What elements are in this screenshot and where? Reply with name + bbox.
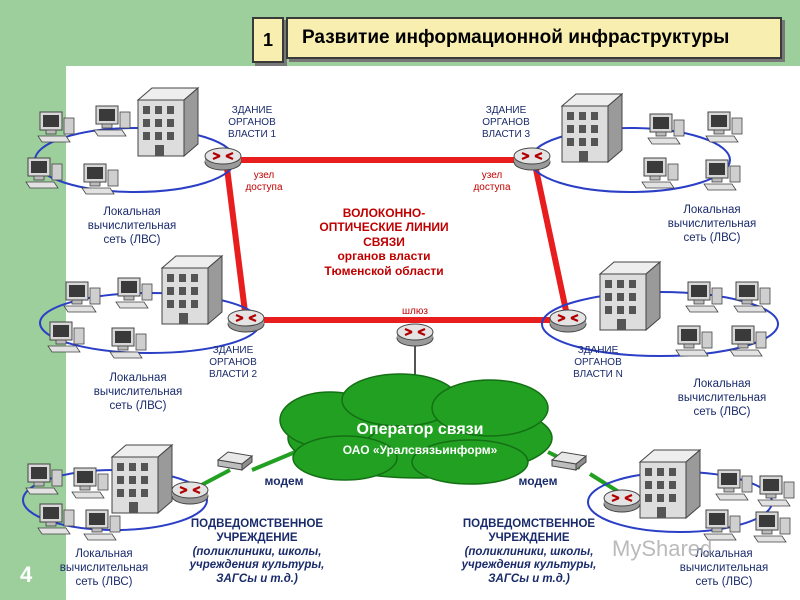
slide-number: 4: [20, 562, 33, 587]
fiber-backbone: [223, 157, 571, 323]
operator-name: Оператор связи: [356, 421, 484, 438]
decor-band-left: [0, 0, 66, 600]
operator-company: ОАО «Уралсвязьинформ»: [342, 443, 498, 457]
modem-label-right: модем: [518, 474, 558, 488]
gateway-label: шлюз: [402, 306, 428, 317]
section-number: 1: [252, 17, 284, 63]
watermark: MyShared: [612, 536, 713, 561]
operator-cloud: [279, 373, 553, 485]
slide-title: Развитие информационной инфраструктуры: [286, 17, 782, 59]
modem-label-left: модем: [264, 474, 304, 488]
